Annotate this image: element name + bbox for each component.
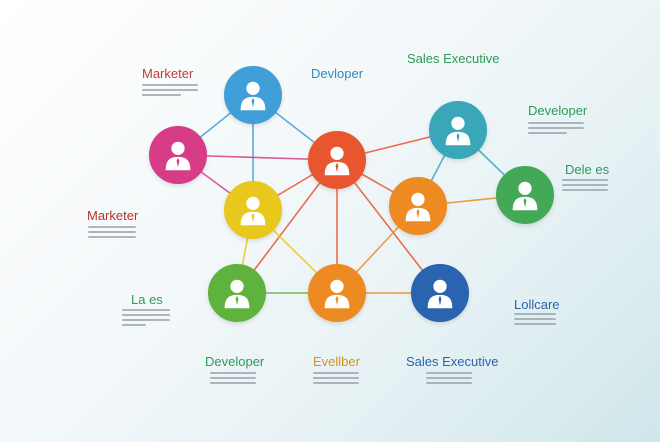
person-icon (427, 279, 453, 309)
person-node-8 (208, 264, 266, 322)
label-sales-executive-top: Sales Executive (407, 51, 500, 66)
person-node-3 (308, 131, 366, 189)
person-node-4 (224, 181, 282, 239)
caption-dele-es-right (562, 179, 608, 194)
label-la-es-left: La es (131, 292, 163, 307)
caption-la-es-left (122, 309, 170, 329)
caption-sales-executive-bottom (426, 372, 472, 387)
label-sales-executive-bottom: Sales Executive (406, 354, 499, 369)
person-node-5 (429, 101, 487, 159)
person-icon (445, 116, 471, 146)
person-node-6 (389, 177, 447, 235)
label-developer-right: Developer (528, 103, 588, 118)
label-developer-top: Devloper (311, 66, 364, 81)
person-icon (324, 146, 350, 176)
person-icon (324, 279, 350, 309)
caption-marketer-top (142, 84, 198, 99)
person-icon (405, 192, 431, 222)
caption-evellber-bottom (313, 372, 359, 387)
label-lollcare-right: Lollcare (514, 297, 560, 312)
person-node-9 (308, 264, 366, 322)
person-icon (512, 181, 538, 211)
label-dele-es-right: Dele es (565, 162, 610, 177)
label-marketer-left: Marketer (87, 208, 139, 223)
label-marketer-top: Marketer (142, 66, 194, 81)
label-developer-bottom: Developer (205, 354, 265, 369)
person-icon (240, 81, 266, 111)
label-evellber-bottom: Evellber (313, 354, 360, 369)
caption-developer-bottom (210, 372, 256, 387)
person-node-1 (224, 66, 282, 124)
person-node-7 (496, 166, 554, 224)
person-node-2 (149, 126, 207, 184)
caption-developer-right (528, 122, 584, 137)
caption-marketer-left (88, 226, 136, 241)
caption-lollcare-right (514, 313, 556, 328)
person-node-10 (411, 264, 469, 322)
person-icon (224, 279, 250, 309)
person-icon (240, 196, 266, 226)
person-icon (165, 141, 191, 171)
